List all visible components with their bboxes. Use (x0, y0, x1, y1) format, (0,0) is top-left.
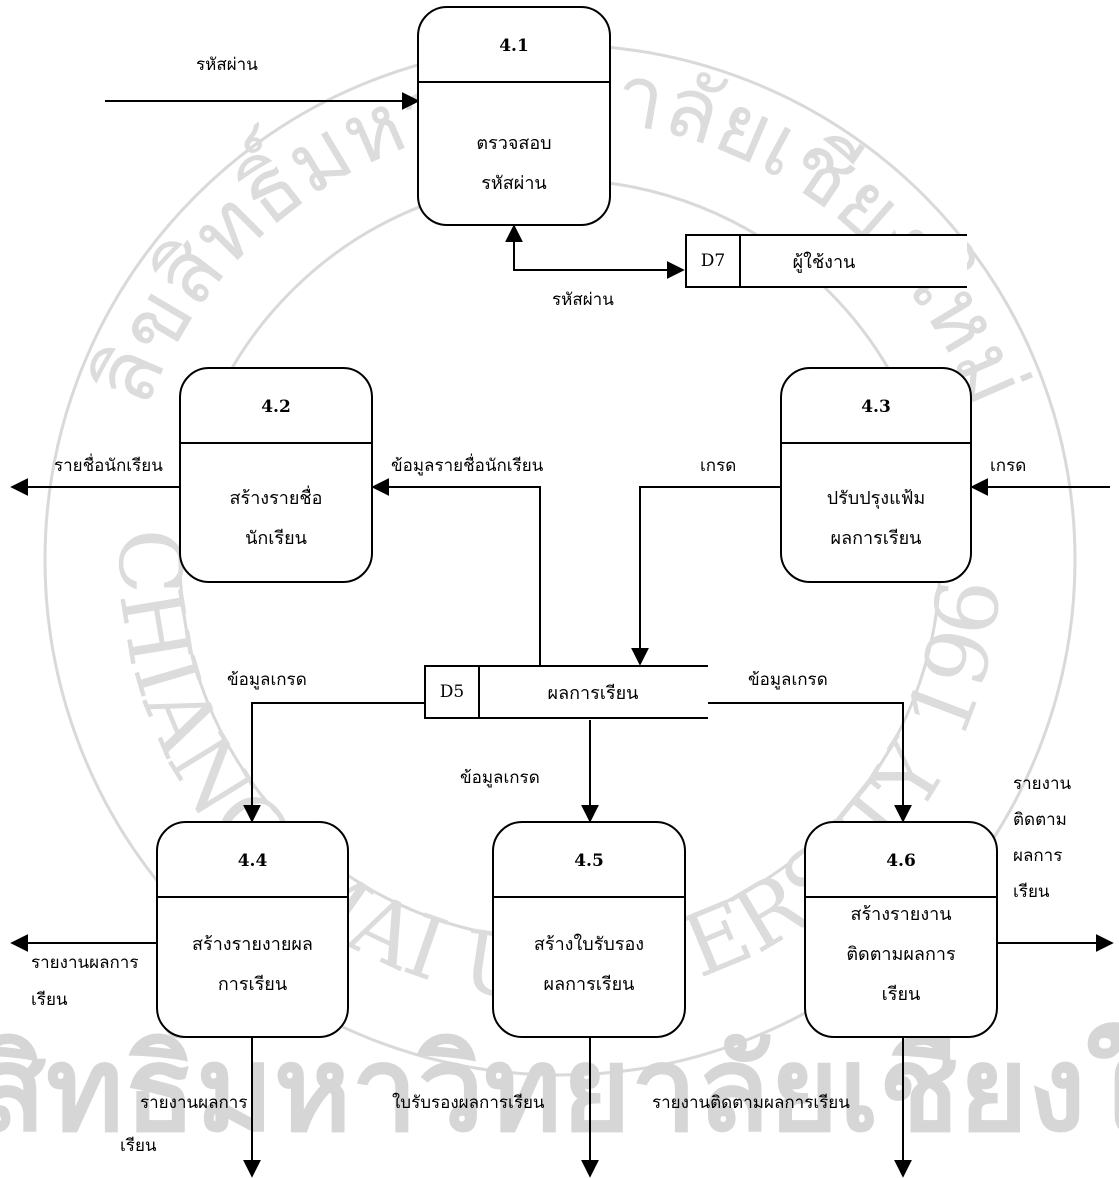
process-name-line: สร้างใบรับรอง (533, 934, 645, 955)
process-name-line: การเรียน (217, 974, 288, 995)
process-4-3[interactable]: 4.3 ปรับปรุงแฟ้ม ผลการเรียน (780, 367, 972, 583)
label-cert-down: ใบรับรองผลการเรียน (392, 1093, 545, 1113)
process-name-line: สร้างรายงายผล (192, 934, 313, 955)
process-id: 4.3 (861, 397, 891, 417)
process-4-5[interactable]: 4.5 สร้างใบรับรอง ผลการเรียน (492, 821, 686, 1038)
process-divider (181, 442, 371, 444)
label-grade-data-left: ข้อมูลเกรด (227, 670, 307, 690)
process-divider (806, 896, 996, 898)
label-tracking-down: รายงานติดตามผลการเรียน (652, 1093, 850, 1113)
process-name-line: นักเรียน (245, 528, 307, 549)
flow-grade-data-left (243, 702, 424, 823)
store-id: D5 (424, 667, 480, 717)
process-4-6[interactable]: 4.6 สร้างรายงาน ติดตามผลการ เรียน (804, 821, 998, 1038)
label-report-down-line2: เรียน (120, 1136, 157, 1156)
process-id: 4.6 (886, 851, 916, 871)
label-report-down-line1: รายงานผลการ (140, 1093, 248, 1113)
label-password-in: รหัสผ่าน (196, 55, 258, 75)
process-name-line: ผลการเรียน (830, 528, 922, 549)
label-grade-data-right: ข้อมูลเกรด (748, 670, 828, 690)
process-4-2[interactable]: 4.2 สร้างรายชื่อ นักเรียน (179, 367, 373, 583)
label-grade-in: เกรด (990, 456, 1027, 476)
label-grade-data-mid: ข้อมูลเกรด (460, 768, 540, 788)
label-student-list-out: รายชื่อนักเรียน (54, 456, 163, 476)
flow-grade-to-store (631, 486, 780, 666)
label-tracking-right-line2: ติดตาม (1013, 810, 1067, 830)
label-student-list-data: ข้อมูลรายชื่อนักเรียน (391, 456, 544, 476)
label-report-left-line1: รายงานผลการ (31, 953, 139, 973)
process-name-line: ตรวจสอบ (476, 133, 552, 154)
process-name-line: รหัสผ่าน (481, 173, 547, 194)
process-id: 4.4 (237, 851, 268, 871)
store-name: ผู้ใช้งาน (792, 251, 856, 273)
process-name-line: สร้างรายงาน (850, 904, 952, 925)
data-store-d5[interactable]: D5 ผลการเรียน (424, 665, 708, 719)
process-name-line: สร้างรายชื่อ (229, 488, 323, 509)
process-name-line: ติดตามผลการ (846, 944, 956, 965)
store-name: ผลการเรียน (547, 682, 639, 704)
process-divider (419, 81, 609, 83)
process-id: 4.2 (261, 397, 291, 417)
process-name-line: ผลการเรียน (543, 974, 635, 995)
process-id: 4.5 (574, 851, 604, 871)
label-password-store: รหัสผ่าน (552, 290, 614, 310)
label-tracking-right-line1: รายงาน (1013, 774, 1072, 794)
process-4-1[interactable]: 4.1 ตรวจสอบ รหัสผ่าน (417, 6, 611, 226)
process-4-4[interactable]: 4.4 สร้างรายงายผล การเรียน (156, 821, 349, 1038)
label-tracking-right-line3: ผลการ (1013, 846, 1063, 866)
label-report-left-line2: เรียน (31, 990, 68, 1010)
flow-password-store (505, 224, 685, 279)
process-divider (494, 896, 684, 898)
process-name-line: เรียน (881, 984, 921, 1005)
process-name-line: ปรับปรุงแฟ้ม (826, 488, 926, 509)
label-grade-to-store: เกรด (700, 456, 737, 476)
process-divider (782, 442, 970, 444)
flow-grade-data-right (708, 702, 912, 823)
process-divider (158, 896, 347, 898)
process-id: 4.1 (499, 36, 529, 56)
data-store-d7[interactable]: D7 ผู้ใช้งาน (685, 234, 967, 288)
label-tracking-right-line4: เรียน (1013, 882, 1050, 902)
flow-student-list-data (371, 478, 541, 665)
store-id: D7 (685, 236, 741, 286)
